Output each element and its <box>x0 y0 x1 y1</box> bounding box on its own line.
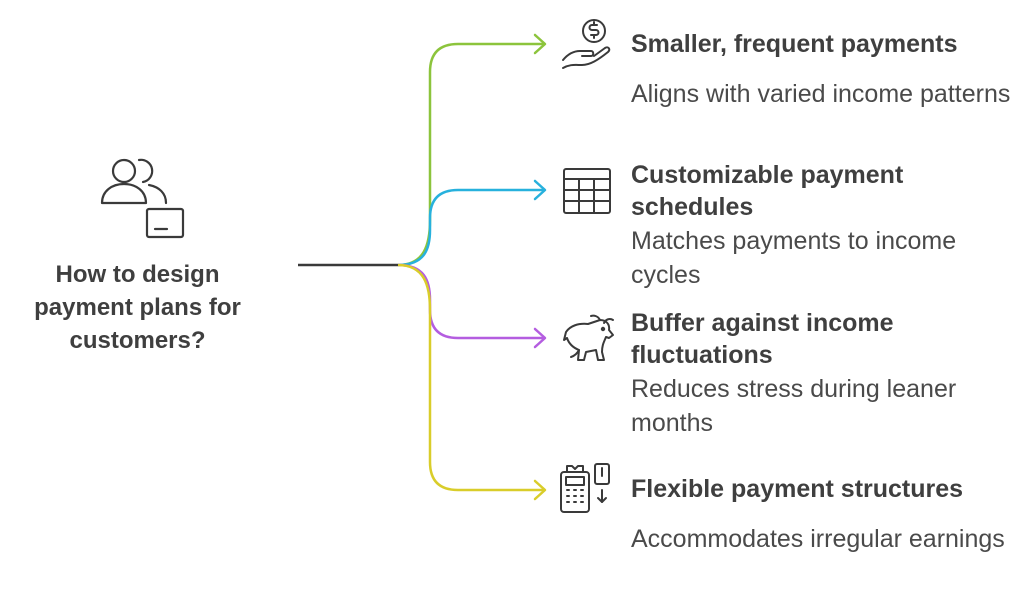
root-question-title: How to design payment plans for customer… <box>34 261 241 354</box>
item-description-4: Accommodates irregular earnings <box>631 525 1005 553</box>
branch-line-4 <box>397 263 544 492</box>
payment-terminal-icon <box>558 462 614 518</box>
calendar-grid-icon <box>562 165 618 221</box>
branch-line-1 <box>397 42 544 267</box>
users-payment-card-icon <box>96 155 186 245</box>
item-title-4: Flexible payment structures <box>631 475 964 503</box>
bull-icon <box>560 312 616 368</box>
item-description-2: Matches payments to income cycles <box>631 227 957 289</box>
branch-line-2 <box>397 188 544 267</box>
item-description-3: Reduces stress during leaner months <box>631 375 957 437</box>
item-title-2: Customizable payment schedules <box>631 161 904 221</box>
item-title-1: Smaller, frequent payments <box>631 30 958 58</box>
branch-line-3 <box>397 263 544 340</box>
branch-arrow-3 <box>533 327 547 349</box>
hand-coin-icon <box>560 16 616 72</box>
branch-arrow-1 <box>533 33 547 55</box>
branch-arrow-4 <box>533 479 547 501</box>
item-description-1: Aligns with varied income patterns <box>631 80 1011 108</box>
item-title-3: Buffer against income fluctuations <box>631 309 894 369</box>
branch-arrow-2 <box>533 179 547 201</box>
